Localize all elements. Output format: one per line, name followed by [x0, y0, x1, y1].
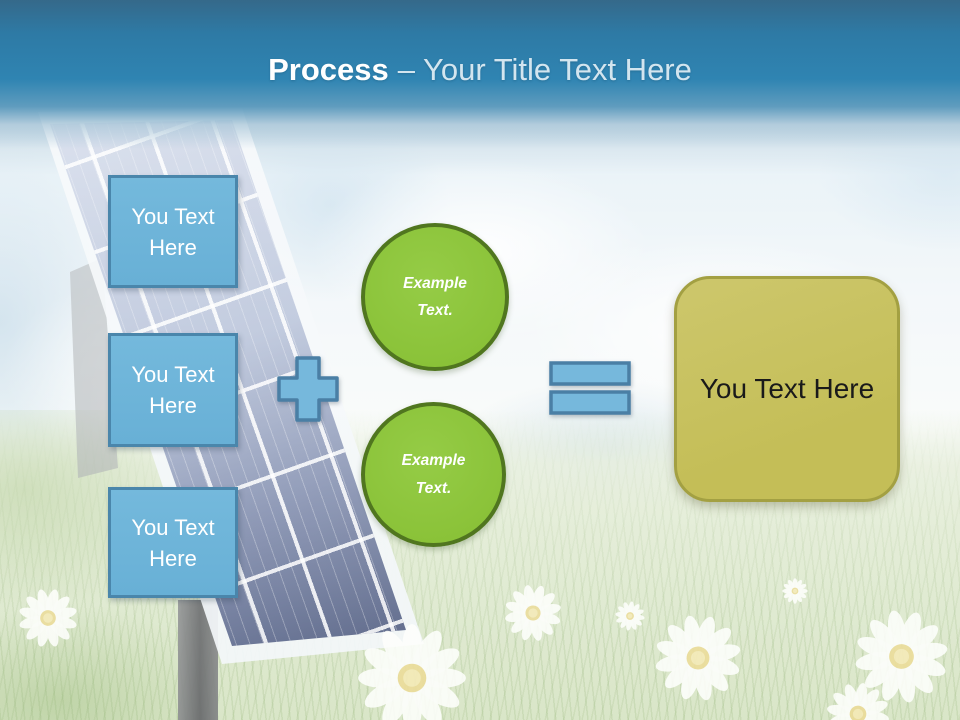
slide-title[interactable]: Process– Your Title Text Here	[0, 0, 960, 88]
daisy-flower	[358, 624, 466, 720]
example-circle-1[interactable]: Example Text.	[361, 223, 509, 371]
result-text-box-label: You Text Here	[699, 373, 875, 404]
title-bar: Process– Your Title Text Here	[0, 0, 960, 152]
daisy-flower	[615, 601, 645, 631]
input-text-box-2-label: You Text Here	[131, 362, 215, 418]
input-text-box-3-label: You Text Here	[131, 514, 215, 571]
plus-icon[interactable]	[277, 356, 339, 422]
daisy-flower	[654, 614, 742, 702]
input-text-box-1-label: You Text Here	[131, 203, 215, 260]
slide-title-subtitle: – Your Title Text Here	[397, 52, 692, 87]
input-text-box-2[interactable]: You Text Here	[108, 333, 238, 447]
daisy-flower	[504, 584, 562, 642]
result-text-box[interactable]: You Text Here	[674, 276, 900, 502]
daisy-flower	[18, 588, 78, 648]
input-text-box-1[interactable]: You Text Here	[108, 175, 238, 288]
example-circle-2-label: Example Text.	[401, 452, 466, 497]
equals-icon[interactable]	[549, 361, 631, 415]
example-circle-1-label: Example Text.	[403, 274, 467, 319]
example-circle-2[interactable]: Example Text.	[361, 402, 506, 547]
slide-title-keyword: Process	[268, 52, 389, 87]
daisy-flower	[826, 682, 890, 720]
daisy-flower	[782, 578, 808, 604]
input-text-box-3[interactable]: You Text Here	[108, 487, 238, 598]
